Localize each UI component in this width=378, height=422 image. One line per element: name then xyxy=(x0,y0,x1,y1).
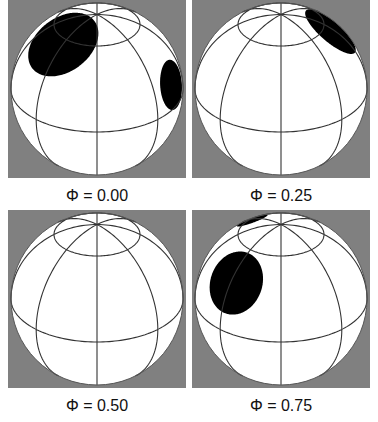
star-spot xyxy=(210,251,263,314)
star-panel xyxy=(192,0,370,178)
star-disk xyxy=(11,213,183,385)
sphere-grid xyxy=(11,213,183,385)
star-limb xyxy=(195,3,367,175)
panel-ground xyxy=(8,0,186,178)
sphere-grid xyxy=(195,213,367,385)
star-panel xyxy=(8,0,186,178)
star-disk xyxy=(11,3,183,175)
sphere-grid xyxy=(11,3,183,175)
star-limb xyxy=(11,3,183,175)
star-disk xyxy=(195,213,367,385)
phase-label: Φ = 0.50 xyxy=(66,396,128,416)
star-spot xyxy=(237,214,268,226)
star-panel xyxy=(192,210,370,388)
star-spot xyxy=(305,9,356,54)
panel-ground xyxy=(192,210,370,388)
sphere-grid xyxy=(195,3,367,175)
star-panel xyxy=(8,210,186,388)
panel-ground xyxy=(8,210,186,388)
panel-ground xyxy=(192,0,370,178)
phase-label: Φ = 0.75 xyxy=(250,396,312,416)
star-limb xyxy=(195,213,367,385)
star-disk xyxy=(195,3,367,175)
phase-label: Φ = 0.25 xyxy=(250,186,312,206)
phase-label: Φ = 0.00 xyxy=(66,186,128,206)
star-limb xyxy=(11,213,183,385)
